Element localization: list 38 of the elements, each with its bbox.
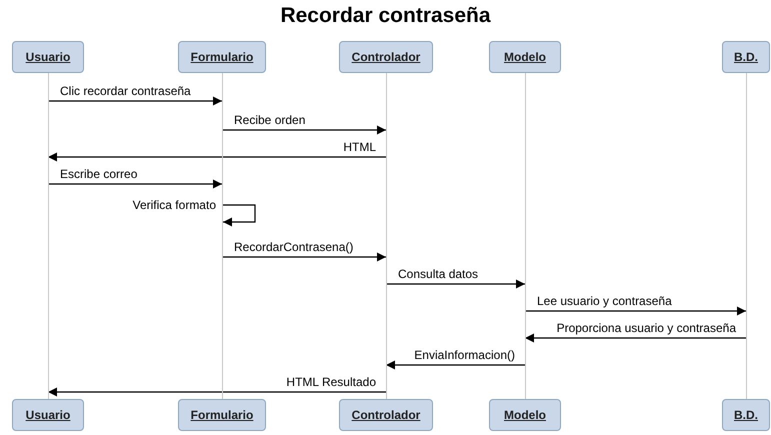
- participant-box: Usuario: [12, 41, 84, 73]
- participant-box: Formulario: [178, 399, 266, 431]
- message-label: HTML: [343, 140, 376, 154]
- message-label: Lee usuario y contraseña: [537, 294, 672, 308]
- participant-box: B.D.: [722, 399, 770, 431]
- lifeline: [48, 73, 49, 399]
- message-label: EnviaInformacion(): [414, 348, 515, 362]
- message-label: Verifica formato: [132, 198, 216, 212]
- message-label: HTML Resultado: [286, 375, 376, 389]
- message-arrow: [48, 152, 386, 162]
- participant-box: Modelo: [489, 399, 561, 431]
- lifeline: [746, 73, 747, 399]
- lifeline: [525, 73, 526, 399]
- participant-box: Controlador: [339, 399, 433, 431]
- participant-box: Controlador: [339, 41, 433, 73]
- participant-box: Usuario: [12, 399, 84, 431]
- message-arrow: [48, 388, 386, 396]
- message-label: Consulta datos: [398, 267, 478, 281]
- participant-box: B.D.: [722, 41, 770, 73]
- message-arrow: [525, 334, 746, 342]
- message-arrow: [386, 360, 525, 370]
- message-arrow: [386, 280, 525, 288]
- message-label: Escribe correo: [60, 167, 138, 181]
- message-label: Proporciona usuario y contraseña: [556, 321, 736, 335]
- diagram-title: Recordar contraseña: [279, 4, 492, 28]
- lifeline: [222, 73, 223, 399]
- participant-box: Modelo: [489, 41, 561, 73]
- message-arrow: [525, 306, 746, 316]
- message-arrow: [222, 252, 386, 262]
- message-label: Recibe orden: [234, 113, 306, 127]
- self-message-arrow: [222, 204, 256, 226]
- message-label: RecordarContrasena(): [234, 240, 354, 254]
- participant-box: Formulario: [178, 41, 266, 73]
- message-label: Clic recordar contraseña: [60, 84, 191, 98]
- message-arrow: [48, 180, 222, 188]
- message-arrow: [222, 126, 386, 134]
- lifeline: [386, 73, 387, 399]
- message-arrow: [48, 96, 222, 106]
